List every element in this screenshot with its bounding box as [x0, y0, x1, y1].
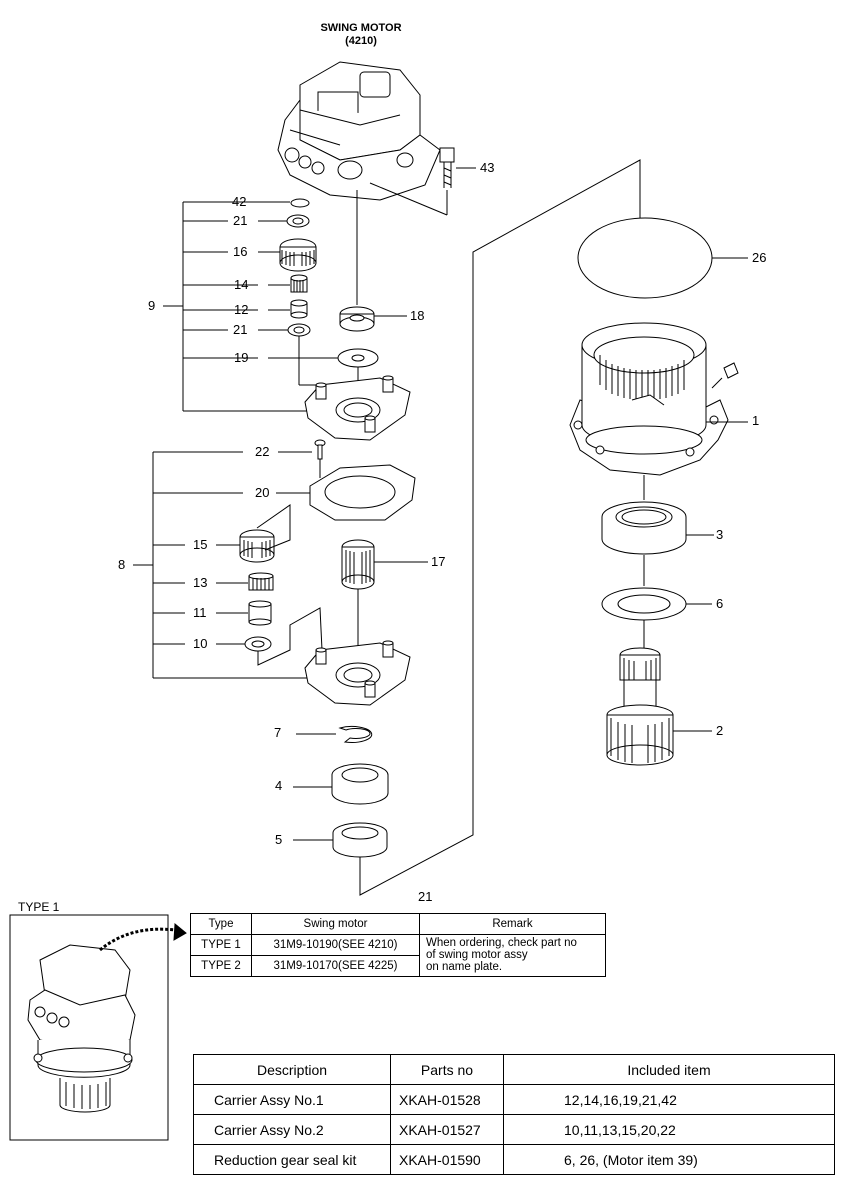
callout-42: 42 — [232, 194, 247, 209]
description-cell: Carrier Assy No.1 — [193, 1084, 391, 1115]
bolt-43-drawing — [439, 147, 455, 188]
callout-18: 18 — [410, 308, 425, 323]
callout-14: 14 — [234, 277, 249, 292]
header-type: Type — [190, 913, 252, 935]
header-swing-motor: Swing motor — [251, 913, 420, 935]
callout-21: 21 — [233, 213, 248, 228]
included-cell: 12,14,16,19,21,42 — [503, 1084, 835, 1115]
callout-7: 7 — [274, 725, 282, 740]
header-included-item: Included item — [503, 1054, 835, 1085]
title-line2: (4210) — [345, 35, 377, 47]
title-line1: SWING MOTOR — [320, 22, 402, 34]
carrier-2-drawing — [304, 640, 411, 706]
shaft-2-drawing — [606, 647, 674, 766]
parts-no-cell: XKAH-01528 — [390, 1084, 504, 1115]
type-1-label: TYPE 1 — [18, 900, 60, 914]
callout-11: 11 — [193, 605, 207, 620]
callout-13: 13 — [193, 575, 208, 590]
included-cell: 6, 26, (Motor item 39) — [503, 1144, 835, 1175]
description-cell: Reduction gear seal kit — [193, 1144, 391, 1175]
callout-26: 26 — [752, 250, 767, 265]
callout-22: 22 — [255, 444, 270, 459]
parts-no-cell: XKAH-01590 — [390, 1144, 504, 1175]
table-row: Reduction gear seal kit XKAH-01590 6, 26… — [193, 1144, 835, 1175]
remark-line: on name plate. — [426, 961, 503, 973]
callout-19: 19 — [234, 350, 249, 365]
table-row: TYPE 1 31M9-10190(SEE 4210) When orderin… — [190, 934, 606, 977]
callout-21: 21 — [418, 889, 433, 904]
callout-8: 8 — [118, 557, 126, 572]
callout-6: 6 — [716, 596, 724, 611]
table-row: Carrier Assy No.1 XKAH-01528 12,14,16,19… — [193, 1084, 835, 1115]
included-cell: 10,11,13,15,20,22 — [503, 1114, 835, 1145]
motor-cell: 31M9-10190(SEE 4210) — [251, 934, 420, 956]
callout-9: 9 — [148, 298, 156, 313]
callout-5: 5 — [275, 832, 283, 847]
callout-21: 21 — [233, 322, 248, 337]
header-parts-no: Parts no — [390, 1054, 504, 1085]
type-1-motor-drawing — [27, 944, 136, 1113]
swing-motor-title: SWING MOTOR (4210) — [306, 22, 416, 48]
parts-table-header: Description Parts no Included item — [193, 1054, 835, 1085]
table-row: TYPE 2 31M9-10170(SEE 4225) — [190, 955, 606, 977]
header-description: Description — [193, 1054, 391, 1085]
type-table-header: Type Swing motor Remark — [190, 913, 606, 935]
callout-43: 43 — [480, 160, 495, 175]
type-cell: TYPE 1 — [190, 934, 252, 956]
callout-3: 3 — [716, 527, 724, 542]
type-cell: TYPE 2 — [190, 955, 252, 977]
callout-16: 16 — [233, 244, 248, 259]
callout-17: 17 — [431, 554, 446, 569]
remark-line: of swing motor assy — [426, 949, 528, 961]
callout-15: 15 — [193, 537, 208, 552]
remark-line: When ordering, check part no — [426, 937, 577, 949]
callout-20: 20 — [255, 485, 270, 500]
header-remark: Remark — [419, 913, 606, 935]
callout-2: 2 — [716, 723, 724, 738]
type-table: Type Swing motor Remark TYPE 1 31M9-1019… — [190, 913, 606, 977]
description-cell: Carrier Assy No.2 — [193, 1114, 391, 1145]
callout-10: 10 — [193, 636, 208, 651]
parts-no-cell: XKAH-01527 — [390, 1114, 504, 1145]
callout-1: 1 — [752, 413, 760, 428]
parts-table: Description Parts no Included item Carri… — [193, 1054, 835, 1175]
callout-12: 12 — [234, 302, 249, 317]
table-row: Carrier Assy No.2 XKAH-01527 10,11,13,15… — [193, 1114, 835, 1145]
callout-4: 4 — [275, 778, 283, 793]
motor-cell: 31M9-10170(SEE 4225) — [251, 955, 420, 977]
carrier-1-drawing — [304, 375, 411, 441]
housing-1-drawing — [569, 322, 729, 476]
swing-motor-drawing — [277, 61, 441, 201]
remark-cell: When ordering, check part no of swing mo… — [419, 934, 606, 977]
